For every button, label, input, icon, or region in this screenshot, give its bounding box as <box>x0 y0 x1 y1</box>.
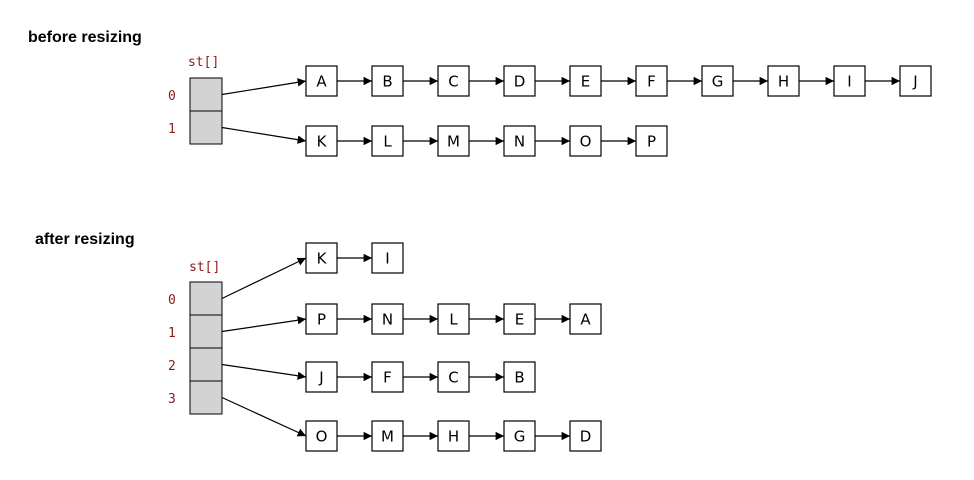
node-key: E <box>581 73 590 91</box>
node-key: F <box>383 369 392 387</box>
node-key: J <box>912 73 917 91</box>
node-key: I <box>385 250 389 268</box>
bucket-slot-1 <box>189 110 223 145</box>
list-node <box>437 125 470 157</box>
bucket-slot-3 <box>189 380 223 415</box>
array-label: st[] <box>189 260 220 275</box>
node-key: I <box>847 73 851 91</box>
bucket-pointer-arrow <box>221 363 307 380</box>
bucket-slot-2 <box>189 347 223 382</box>
node-key: N <box>514 133 525 151</box>
node-key: A <box>316 73 327 91</box>
chains: K I P N L E A J F C B O M H G D <box>221 242 602 452</box>
list-node <box>569 420 602 452</box>
node-key: B <box>514 369 524 387</box>
list-node <box>305 361 338 393</box>
bucket-index-label: 1 <box>168 326 176 341</box>
node-key: E <box>515 311 524 329</box>
list-node <box>371 303 404 335</box>
bucket-index-label: 2 <box>168 359 176 374</box>
bucket-index-label: 3 <box>168 392 176 407</box>
list-node <box>437 65 470 97</box>
list-node <box>305 303 338 335</box>
list-node <box>371 242 404 274</box>
chains: A B C D E F G H I J K L M N O P <box>221 65 932 157</box>
list-node <box>371 361 404 393</box>
node-key: D <box>580 428 592 446</box>
node-key: H <box>448 428 459 446</box>
node-key: P <box>317 311 326 329</box>
bucket-pointer-arrow <box>221 396 307 437</box>
node-key: B <box>382 73 392 91</box>
node-key: K <box>317 250 328 268</box>
list-node <box>635 125 668 157</box>
bucket-index-label: 0 <box>168 293 176 308</box>
node-key: N <box>382 311 393 329</box>
list-node <box>503 361 536 393</box>
node-key: K <box>317 133 328 151</box>
list-node <box>305 65 338 97</box>
bucket-slot-0 <box>189 77 223 112</box>
before-resizing-title: before resizing <box>28 29 142 46</box>
node-key: P <box>647 133 656 151</box>
list-node <box>503 125 536 157</box>
node-key: O <box>316 428 328 446</box>
node-key: H <box>778 73 789 91</box>
node-key: O <box>580 133 592 151</box>
list-node <box>701 65 734 97</box>
array-label: st[] <box>188 55 219 70</box>
bucket-slot-0 <box>189 281 223 316</box>
node-key: L <box>449 311 458 329</box>
node-key: G <box>712 73 724 91</box>
node-key: G <box>514 428 526 446</box>
node-key: M <box>381 428 394 446</box>
bucket-index-label: 0 <box>168 89 176 104</box>
node-key: A <box>580 311 591 329</box>
list-node <box>437 361 470 393</box>
list-node <box>899 65 932 97</box>
bucket-slot-1 <box>189 314 223 349</box>
bucket-pointer-arrow <box>221 257 307 300</box>
node-key: F <box>647 73 656 91</box>
list-node <box>305 242 338 274</box>
list-node <box>503 65 536 97</box>
list-node <box>371 65 404 97</box>
list-node <box>833 65 866 97</box>
node-key: D <box>514 73 526 91</box>
bucket-pointer-arrow <box>221 126 307 144</box>
list-node <box>437 303 470 335</box>
node-key: C <box>448 369 458 387</box>
bucket-pointer-arrow <box>221 316 307 333</box>
bucket-array: 0 1 2 3 <box>168 281 223 415</box>
after-resizing-title: after resizing <box>35 231 135 248</box>
list-node <box>305 125 338 157</box>
bucket-pointer-arrow <box>221 78 307 96</box>
bucket-index-label: 1 <box>168 122 176 137</box>
bucket-array: 01 <box>168 77 223 145</box>
list-node <box>569 303 602 335</box>
node-key: J <box>318 369 323 387</box>
node-key: L <box>383 133 392 151</box>
node-key: M <box>447 133 460 151</box>
after-resizing-section: after resizing st[] 0 1 2 3 K I P N L E A J F C B O M H G… <box>35 231 602 452</box>
node-key: C <box>448 73 458 91</box>
